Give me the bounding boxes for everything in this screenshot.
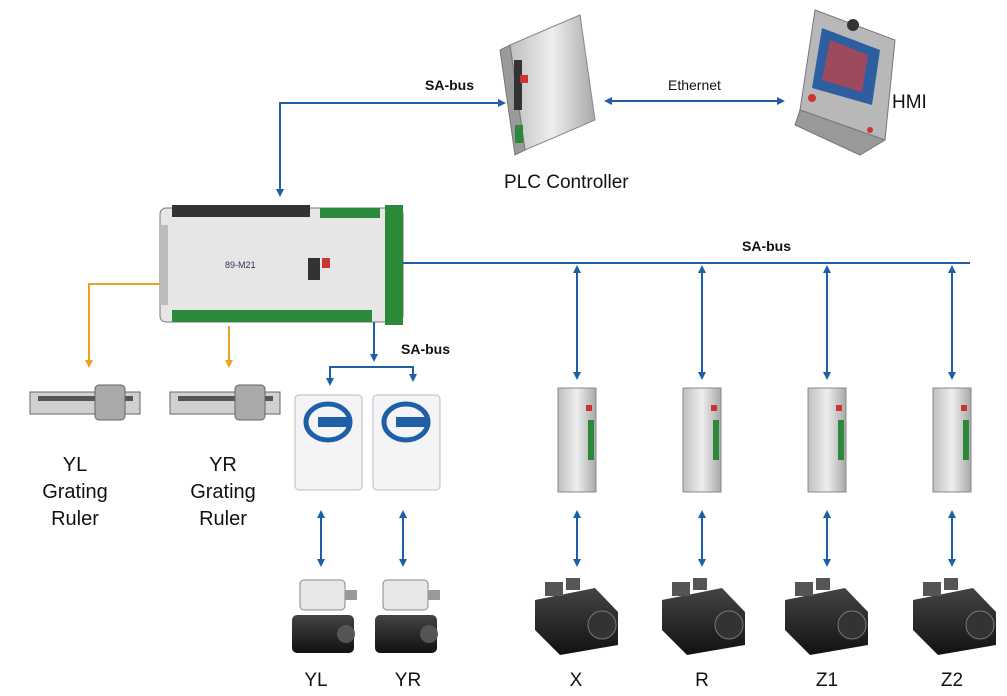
ruler-yr-line2: Grating <box>190 481 256 503</box>
ruler-yl-line1: YL <box>62 454 88 476</box>
sa-bus-sub-label: SA-bus <box>401 341 450 357</box>
grating-ruler-yl <box>29 384 141 421</box>
grating-ruler-yl-label: YL Grating Ruler <box>20 452 130 533</box>
drive-x <box>557 387 597 493</box>
main-module-label: 89-M21 <box>225 260 256 270</box>
motor-x <box>535 578 618 655</box>
plc-controller-device <box>499 14 596 156</box>
motor-yr <box>375 579 440 653</box>
main-controller-module <box>159 205 404 325</box>
ruler-yl-line2: Grating <box>42 481 108 503</box>
axis-z2-label: Z2 <box>940 670 964 691</box>
ruler-yr-line3: Ruler <box>199 508 247 530</box>
drive-z1 <box>807 387 847 493</box>
motor-yl-label: YL <box>304 670 328 691</box>
grating-ruler-yr <box>169 384 281 421</box>
ruler-yl-line3: Ruler <box>51 508 99 530</box>
axis-x-label: X <box>569 670 583 691</box>
motor-z1 <box>785 578 868 655</box>
motor-z2 <box>913 578 996 655</box>
axis-r-label: R <box>695 670 709 691</box>
drive-yl <box>294 394 363 491</box>
sa-bus-main-label: SA-bus <box>742 238 791 254</box>
drive-z2 <box>932 387 972 493</box>
sa-bus-plc-link <box>276 99 506 197</box>
sa-bus-top-label: SA-bus <box>425 77 474 93</box>
drive-yr <box>372 394 441 491</box>
ethernet-label: Ethernet <box>668 77 721 93</box>
sa-bus-sub-branch <box>326 366 417 386</box>
ruler-yr-line1: YR <box>209 454 237 476</box>
hmi-label: HMI <box>892 92 927 113</box>
plc-controller-label: PLC Controller <box>504 172 629 193</box>
motor-r <box>662 578 745 655</box>
motor-yl <box>292 579 357 653</box>
grating-ruler-yr-label: YR Grating Ruler <box>168 452 278 533</box>
axis-z1-label: Z1 <box>815 670 839 691</box>
drive-r <box>682 387 722 493</box>
ruler-link-yl <box>85 283 160 368</box>
motor-yr-label: YR <box>394 670 422 691</box>
hmi-device <box>794 9 896 156</box>
